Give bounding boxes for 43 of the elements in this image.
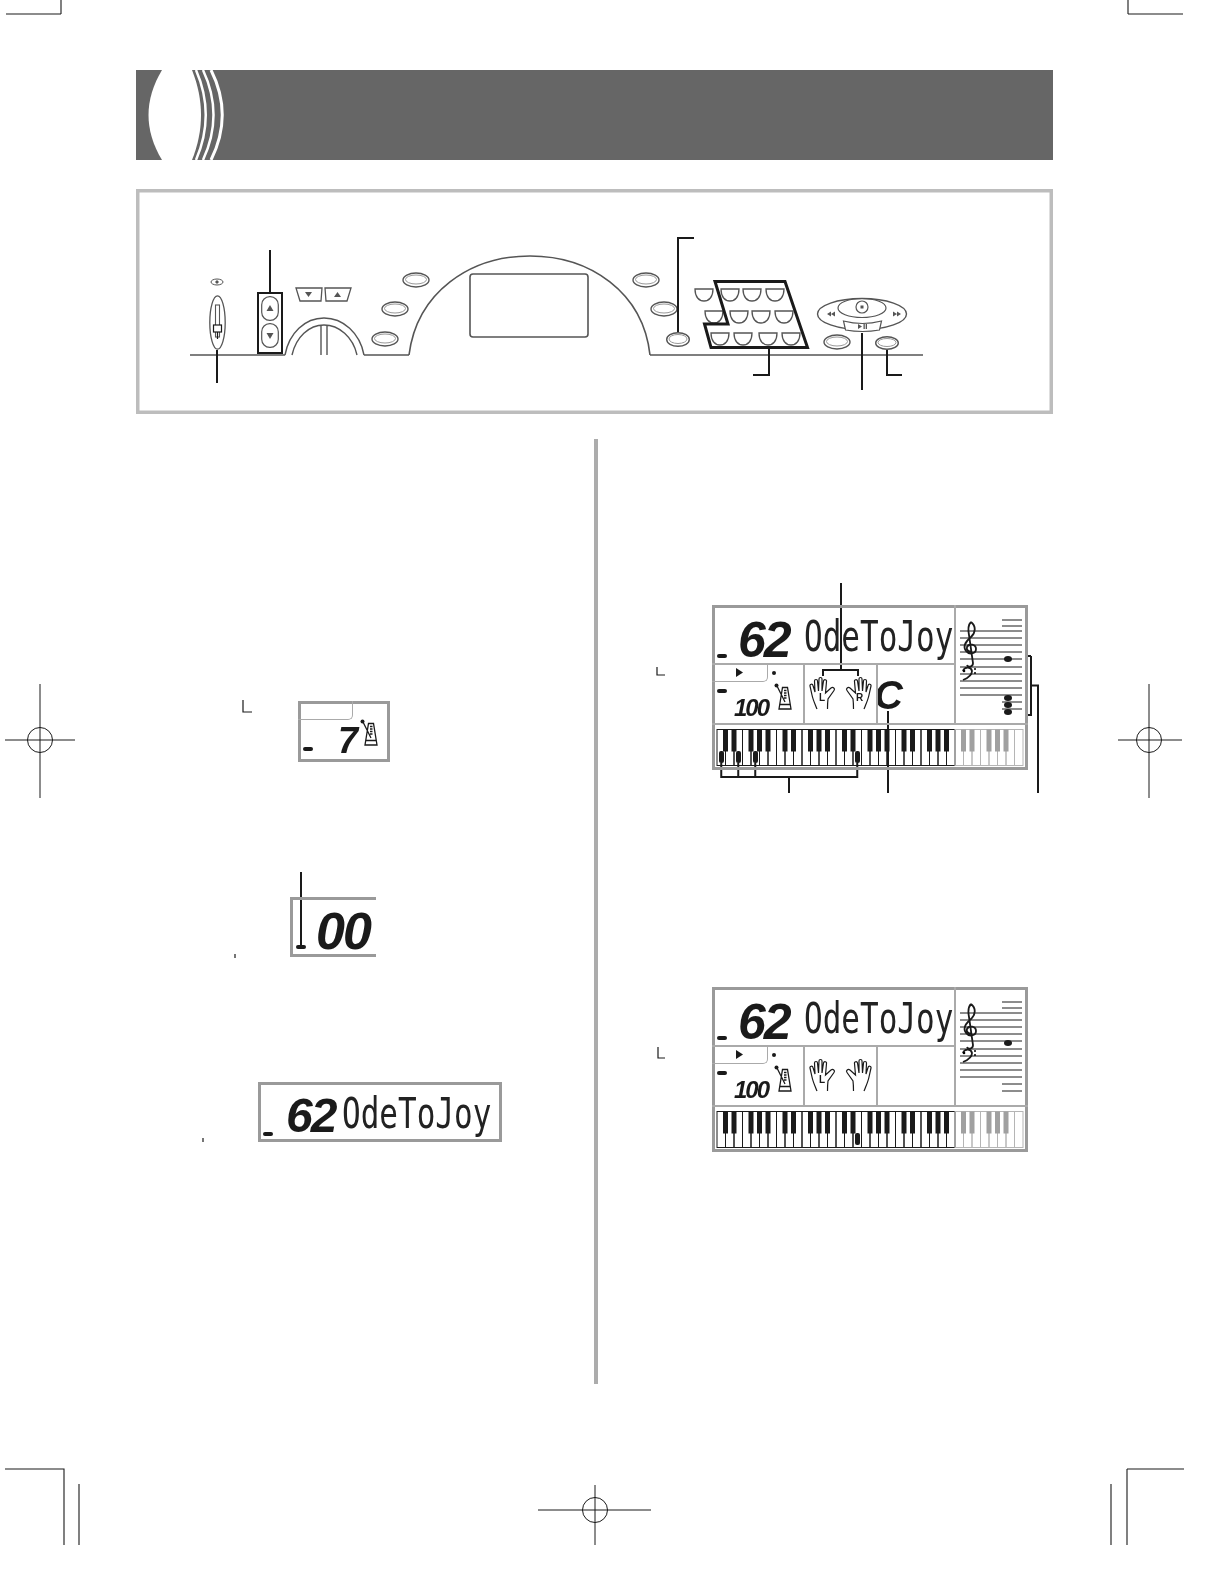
- key-marker: [735, 751, 741, 763]
- up-down-buttons: [257, 292, 283, 354]
- lcd-digit: 7: [338, 723, 357, 759]
- lcd-digits: 00: [316, 905, 370, 957]
- tempo-value: 100: [734, 1078, 769, 1102]
- leader-line: [886, 349, 903, 376]
- lcd-display: [712, 987, 1028, 1152]
- leader-line: [861, 332, 863, 391]
- song-number: 62: [738, 997, 790, 1047]
- song-title: OdeToJoy: [342, 1092, 492, 1136]
- play-button: [842, 320, 883, 333]
- song-title: OdeToJoy: [804, 997, 954, 1041]
- panel-button: [666, 332, 690, 347]
- tempo-value: 100: [734, 696, 769, 720]
- lcd-display: [298, 701, 390, 762]
- leader-line: [887, 710, 889, 794]
- panel-button: [875, 336, 899, 350]
- key-marker: [854, 1133, 860, 1145]
- key-marker: [752, 751, 758, 763]
- hand-drawing: [808, 1058, 838, 1092]
- leader-line: [300, 871, 302, 946]
- leader-line: [1025, 655, 1039, 794]
- hand-drawing: [808, 676, 838, 710]
- hand-drawing: [843, 676, 873, 710]
- lcd-display: [258, 1082, 502, 1142]
- key-marker: [854, 751, 860, 763]
- hand-label: R: [856, 693, 864, 703]
- song-number: 62: [738, 615, 790, 665]
- hand-label: L: [819, 693, 826, 703]
- leader-line: [788, 762, 859, 794]
- leader-line: [677, 237, 695, 333]
- button-group-frame: [703, 280, 809, 349]
- lcd-display: [712, 605, 1028, 770]
- hand-drawing: [843, 1058, 873, 1092]
- leader-line: [269, 249, 271, 293]
- slider-switch: [209, 295, 226, 350]
- key-marker: [718, 751, 724, 763]
- hand-label: L: [819, 1075, 826, 1085]
- song-number: 62: [286, 1092, 336, 1140]
- leader-line: [216, 349, 218, 384]
- lcd-display: [290, 897, 376, 957]
- leader-line: [752, 348, 770, 376]
- lcd-segment-marker: [296, 945, 306, 949]
